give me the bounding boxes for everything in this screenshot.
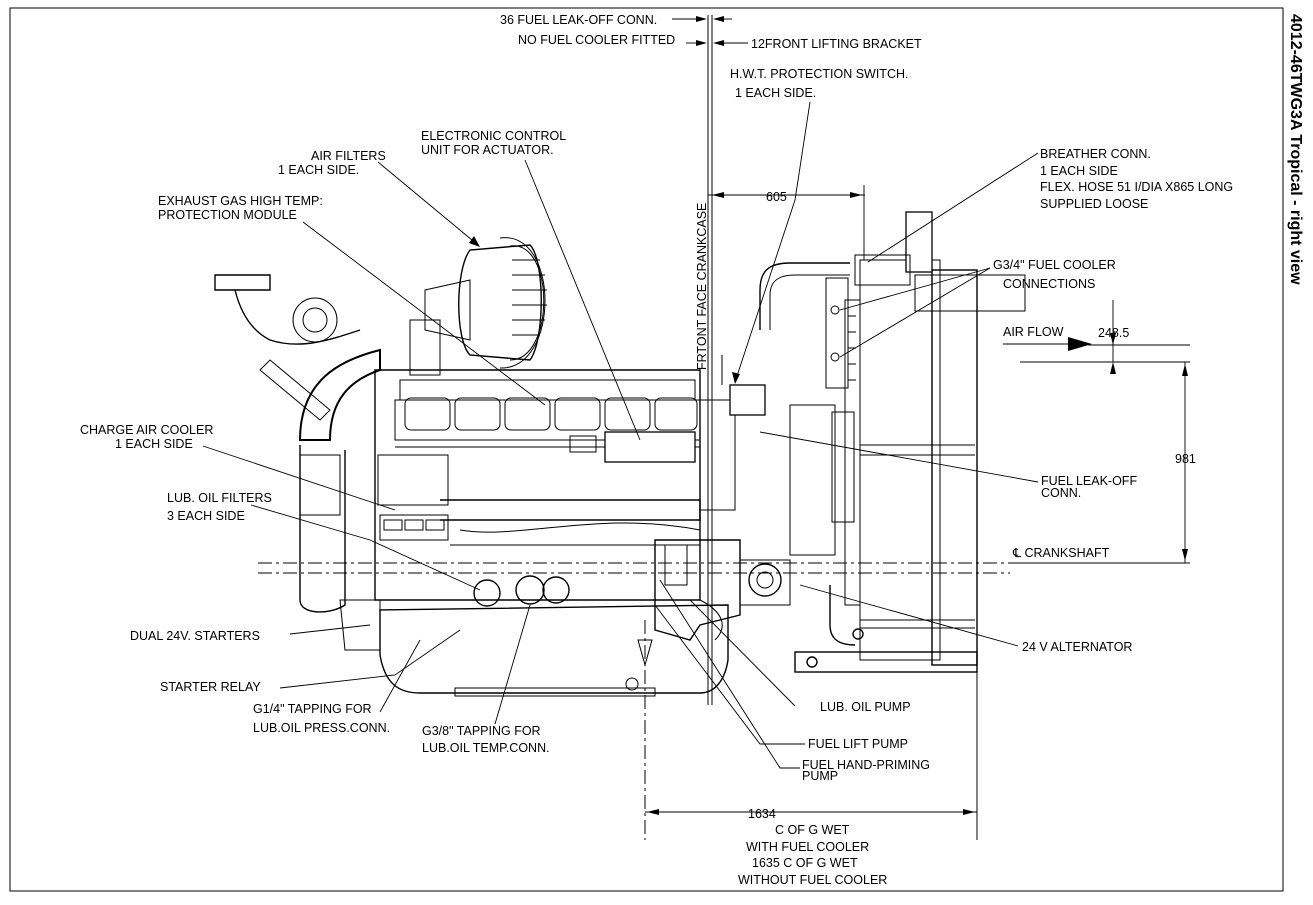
label-hand-prime-1: FUEL HAND-PRIMING bbox=[802, 758, 930, 772]
drawing-title: 4012-46TWG3A Tropical - right view bbox=[1287, 14, 1304, 285]
label-cog-1: C OF G WET bbox=[775, 823, 850, 837]
label-hwt-1: H.W.T. PROTECTION SWITCH. bbox=[730, 67, 908, 81]
label-air-filters-1: AIR FILTERS bbox=[311, 149, 386, 163]
engine-body bbox=[214, 237, 850, 697]
lub-oil-filters bbox=[473, 575, 570, 607]
dim-2485-label: 248.5 bbox=[1098, 326, 1129, 340]
dim-605-label: 605 bbox=[766, 190, 787, 204]
dim-1634-label: 1634 bbox=[748, 807, 776, 821]
label-exhaust-1: EXHAUST GAS HIGH TEMP: bbox=[158, 194, 323, 208]
label-exhaust-2: PROTECTION MODULE bbox=[158, 208, 297, 222]
label-front-face: FRTONT FACE CRANKCASE bbox=[695, 203, 709, 370]
label-fuel-cooler-2: CONNECTIONS bbox=[1003, 277, 1095, 291]
label-hand-prime-2: PUMP bbox=[802, 769, 838, 783]
label-cog-4: WITHOUT FUEL COOLER bbox=[738, 873, 887, 887]
label-lub-filters-2: 3 EACH SIDE bbox=[167, 509, 245, 523]
label-fuel-lift: FUEL LIFT PUMP bbox=[808, 737, 908, 751]
radiator bbox=[789, 211, 1026, 673]
label-fuel-cooler-1: G3/4" FUEL COOLER bbox=[993, 258, 1116, 272]
label-fuel-leakoff-2: CONN. bbox=[1041, 486, 1081, 500]
label-g38-1: G3/8" TAPPING FOR bbox=[422, 724, 541, 738]
label-lub-pump: LUB. OIL PUMP bbox=[820, 700, 911, 714]
label-breather-2: 1 EACH SIDE bbox=[1040, 164, 1118, 178]
label-ecu-1: ELECTRONIC CONTROL bbox=[421, 129, 566, 143]
labels: 36 FUEL LEAK-OFF CONN. NO FUEL COOLER FI… bbox=[80, 13, 1233, 887]
dim-981-label: 981 bbox=[1175, 452, 1196, 466]
label-front-lifting: 12FRONT LIFTING BRACKET bbox=[751, 37, 922, 51]
label-charge-air-2: 1 EACH SIDE bbox=[115, 437, 193, 451]
label-no-fuel-cooler: NO FUEL COOLER FITTED bbox=[518, 33, 675, 47]
label-fuel-leakoff-top: 36 FUEL LEAK-OFF CONN. bbox=[500, 13, 657, 27]
label-breather-3: FLEX. HOSE 51 I/DIA X865 LONG bbox=[1040, 180, 1233, 194]
label-breather-4: SUPPLIED LOOSE bbox=[1040, 197, 1148, 211]
label-g38-2: LUB.OIL TEMP.CONN. bbox=[422, 741, 550, 755]
label-alternator: 24 V ALTERNATOR bbox=[1022, 640, 1132, 654]
label-dual-starters: DUAL 24V. STARTERS bbox=[130, 629, 260, 643]
label-g14-2: LUB.OIL PRESS.CONN. bbox=[253, 721, 390, 735]
drawing-border bbox=[9, 7, 1284, 892]
dim-981: 981 bbox=[1010, 361, 1196, 564]
label-fuel-leakoff-1: FUEL LEAK-OFF bbox=[1041, 474, 1137, 488]
dim-1634: 1634 bbox=[645, 807, 977, 821]
label-charge-air-1: CHARGE AIR COOLER bbox=[80, 423, 213, 437]
label-g14-1: G1/4" TAPPING FOR bbox=[253, 702, 372, 716]
air-filter bbox=[409, 237, 547, 376]
label-air-flow: AIR FLOW bbox=[1003, 325, 1064, 339]
label-ecu-2: UNIT FOR ACTUATOR. bbox=[421, 143, 554, 157]
label-breather-1: BREATHER CONN. bbox=[1040, 147, 1151, 161]
leader-lines bbox=[202, 101, 1039, 769]
dim-2485: 248.5 bbox=[1088, 300, 1190, 374]
label-starter-relay: STARTER RELAY bbox=[160, 680, 261, 694]
label-cog-2: WITH FUEL COOLER bbox=[746, 840, 869, 854]
label-crankshaft: ℄ CRANKSHAFT bbox=[1012, 546, 1110, 560]
label-air-filters-2: 1 EACH SIDE. bbox=[278, 163, 359, 177]
label-cog-3: 1635 C OF G WET bbox=[752, 856, 858, 870]
dim-605: 605 bbox=[708, 185, 865, 260]
label-hwt-2: 1 EACH SIDE. bbox=[735, 86, 816, 100]
label-lub-filters-1: LUB. OIL FILTERS bbox=[167, 491, 272, 505]
